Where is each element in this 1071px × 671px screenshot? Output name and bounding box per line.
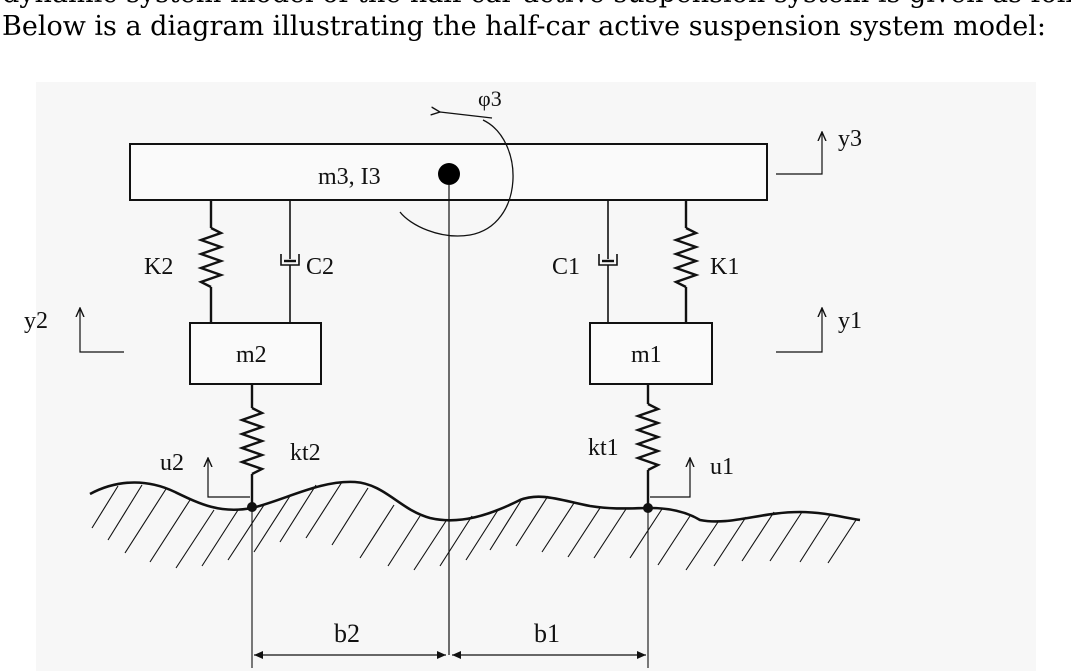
pitch-angle-label: φ3 [478, 86, 502, 111]
b2-label: b2 [334, 619, 360, 648]
ground-hatching [91, 481, 857, 571]
y1-label: y1 [838, 308, 862, 334]
m2-label: m2 [236, 342, 267, 368]
center-of-gravity-dot [438, 163, 460, 185]
spring-K2 [197, 200, 225, 323]
m1-label: m1 [631, 342, 662, 368]
u2-label: u2 [160, 450, 184, 476]
y2-indicator [80, 308, 124, 353]
pitch-rotation-arrow [399, 119, 514, 237]
kt1-label: kt1 [588, 435, 619, 461]
body-mass-label: m3, I3 [318, 164, 381, 190]
damper-C1 [598, 200, 618, 323]
cut-off-text-line: dynamic system model of the half-car act… [0, 0, 1071, 8]
wheel-mass-m1 [589, 322, 713, 385]
K2-label: K2 [144, 254, 173, 280]
road-profile [89, 480, 861, 523]
b1-label: b1 [534, 619, 560, 648]
y2-label: y2 [24, 308, 48, 334]
diagram-caption: Below is a diagram illustrating the half… [2, 11, 1046, 42]
wheel-mass-m2 [189, 322, 322, 385]
kt2-label: kt2 [290, 440, 321, 466]
y1-indicator [776, 308, 822, 353]
C1-label: C1 [552, 254, 580, 280]
tire-spring-kt2 [238, 384, 266, 506]
tire-spring-kt1 [634, 384, 662, 506]
u1-indicator [650, 458, 690, 498]
y3-indicator [776, 132, 822, 175]
spring-K1 [672, 200, 700, 323]
C2-label: C2 [306, 254, 334, 280]
pitch-arrowhead [440, 112, 493, 119]
damper-C2 [280, 200, 300, 323]
K1-label: K1 [710, 254, 739, 280]
u2-indicator [208, 458, 250, 498]
u1-label: u1 [710, 454, 734, 480]
y3-label: y3 [838, 126, 862, 152]
